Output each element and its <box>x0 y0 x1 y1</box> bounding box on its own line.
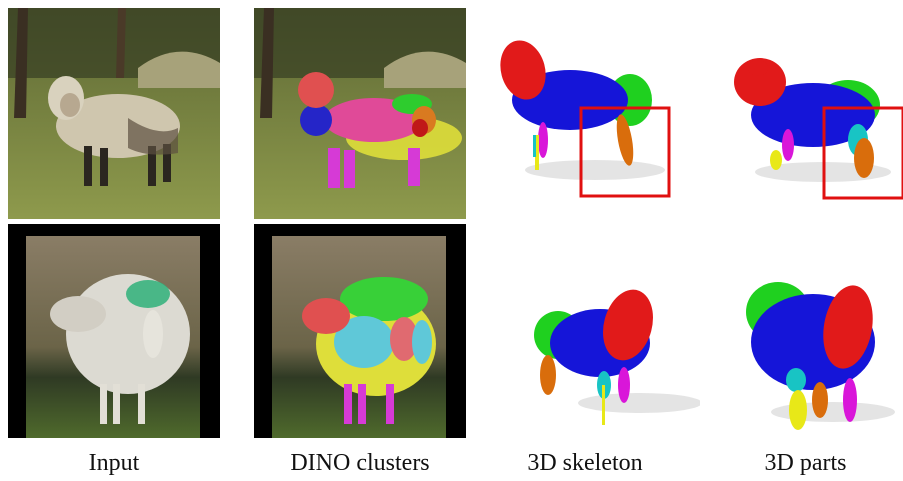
dino-cluster-overlay-top <box>254 8 466 219</box>
input-image-top <box>8 8 220 219</box>
skeleton-render-bottom <box>520 285 700 435</box>
caption-input: Input <box>8 450 220 477</box>
caption-3d-skeleton: 3D skeleton <box>490 450 680 477</box>
sheep-photo-top <box>8 8 220 219</box>
sheep-photo-bottom <box>8 224 220 438</box>
skeleton-3d-bottom <box>520 285 700 435</box>
parts-render-bottom <box>738 272 898 437</box>
skeleton-render-top <box>485 40 675 202</box>
dino-clusters-top <box>254 8 466 219</box>
parts-3d-bottom <box>738 272 898 437</box>
parts-3d-top <box>728 50 903 200</box>
caption-3d-parts: 3D parts <box>718 450 893 477</box>
parts-render-top <box>728 50 903 200</box>
input-image-bottom <box>8 224 220 438</box>
caption-dino-clusters: DINO clusters <box>254 450 466 477</box>
dino-clusters-bottom <box>254 224 466 438</box>
dino-cluster-overlay-bottom <box>254 224 466 438</box>
skeleton-3d-top <box>485 40 675 202</box>
